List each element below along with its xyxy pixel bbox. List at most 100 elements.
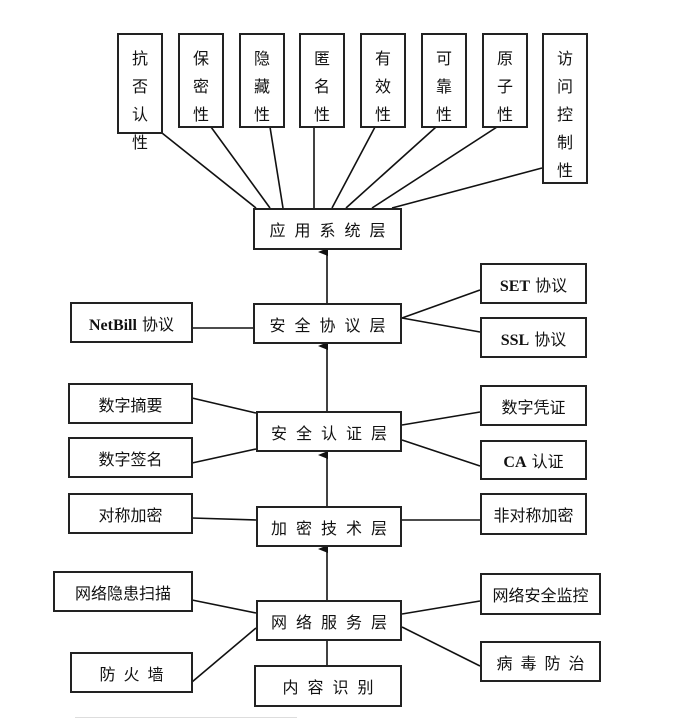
protocol-suffix: 协议 [136, 314, 175, 334]
item-label: 数字签名 [98, 449, 163, 469]
property-char: 原 [496, 49, 513, 68]
item-asymmetric-encryption: 非对称加密 [480, 493, 587, 535]
item-digital-certificate: 数字凭证 [480, 385, 587, 426]
item-label: 数字凭证 [501, 397, 566, 417]
property-char: 隐 [253, 49, 270, 68]
property-char: 密 [192, 77, 209, 96]
protocol-suffix: 协议 [529, 329, 567, 349]
line-confidentiality [210, 126, 271, 209]
property-char: 藏 [253, 77, 270, 96]
item-network-monitor: 网络安全监控 [480, 573, 601, 615]
item-label: 对称加密 [98, 505, 163, 525]
property-box-non-repudiation: 抗否认性 [117, 33, 163, 152]
property-char: 控 [556, 105, 573, 124]
line-non-repudiation [161, 132, 257, 209]
property-box-validity: 有效性 [360, 33, 406, 128]
footer-divider [75, 717, 297, 718]
item-label: 非对称加密 [493, 506, 574, 525]
line-vuln-scan [191, 599, 257, 614]
property-char: 子 [496, 77, 513, 96]
item-firewall: 防火墙 [70, 652, 193, 693]
item-symmetric-encryption: 对称加密 [68, 493, 193, 534]
line-ca [401, 439, 481, 467]
item-label: NetBill 协议 [89, 311, 174, 335]
property-char: 性 [131, 133, 148, 152]
layer-label: 应用系统层 [269, 221, 395, 240]
line-reliability [345, 126, 437, 209]
item-label: CA 认证 [503, 448, 563, 472]
item-ca-authentication: CA 认证 [480, 440, 587, 480]
line-symmetric [191, 517, 257, 521]
property-box-atomicity: 原子性 [482, 33, 528, 128]
layer-encryption: 加密技术层 [256, 506, 402, 547]
item-antivirus: 病毒防治 [480, 641, 601, 682]
item-label: SSL 协议 [501, 326, 567, 350]
layer-label: 安全协议层 [269, 315, 395, 335]
item-label: 内容识别 [282, 678, 383, 697]
property-char: 性 [556, 161, 573, 180]
item-vulnerability-scan: 网络隐患扫描 [53, 571, 193, 612]
line-concealment [269, 126, 284, 209]
property-char: 效 [374, 77, 391, 96]
property-char: 匿 [313, 49, 330, 68]
protocol-suffix: 协议 [530, 275, 568, 295]
line-set [401, 289, 481, 319]
line-monitor [401, 600, 481, 615]
property-box-anonymity: 匿名性 [299, 33, 345, 128]
item-label: 网络隐患扫描 [74, 583, 171, 603]
item-label: 数字摘要 [98, 395, 163, 415]
property-char: 访 [556, 49, 573, 68]
line-antivirus [401, 626, 481, 667]
layer-application: 应用系统层 [253, 208, 402, 250]
property-char: 性 [253, 105, 270, 124]
line-firewall [191, 627, 257, 683]
layer-authentication: 安全认证层 [256, 411, 402, 452]
line-certificate [401, 411, 481, 426]
protocol-name: NetBill [88, 316, 137, 334]
line-validity [331, 126, 376, 209]
layer-label: 网络服务层 [270, 612, 396, 632]
line-signature [191, 448, 257, 464]
item-set-protocol: SET 协议 [480, 263, 587, 304]
property-char: 问 [556, 77, 573, 96]
layer-label: 加密技术层 [270, 518, 396, 538]
line-access-control [391, 167, 543, 209]
protocol-name: SET [499, 277, 531, 295]
property-char: 有 [374, 49, 391, 68]
layer-label: 安全认证层 [270, 423, 396, 443]
property-box-access-control: 访问控制性 [542, 33, 588, 184]
property-char: 抗 [131, 49, 148, 68]
property-char: 性 [313, 105, 330, 124]
layer-network: 网络服务层 [256, 600, 402, 641]
line-atomicity [371, 126, 498, 209]
line-digest [191, 397, 257, 414]
item-digital-digest: 数字摘要 [68, 383, 193, 424]
property-char: 性 [496, 105, 513, 124]
item-label: SET 协议 [500, 272, 567, 296]
property-char: 性 [192, 105, 209, 124]
item-label: 病毒防治 [496, 653, 593, 673]
ca-suffix: 认证 [526, 452, 564, 471]
item-ssl-protocol: SSL 协议 [480, 317, 587, 358]
property-char: 保 [192, 49, 209, 68]
property-char: 名 [313, 77, 330, 96]
item-content-recognition: 内容识别 [254, 665, 402, 707]
property-char: 性 [435, 105, 452, 124]
property-char: 靠 [435, 77, 452, 96]
item-netbill-protocol: NetBill 协议 [70, 302, 193, 343]
ca-name: CA [503, 454, 527, 471]
property-box-concealment: 隐藏性 [239, 33, 285, 128]
property-box-reliability: 可靠性 [421, 33, 467, 128]
protocol-name: SSL [500, 331, 530, 349]
property-char: 可 [435, 49, 452, 68]
item-digital-signature: 数字签名 [68, 437, 193, 478]
property-char: 否 [131, 77, 148, 96]
property-char: 认 [131, 105, 148, 124]
item-label: 网络安全监控 [492, 586, 589, 605]
property-char: 性 [374, 105, 391, 124]
property-box-confidentiality: 保密性 [178, 33, 224, 128]
item-label: 防火墙 [99, 664, 172, 684]
line-ssl [401, 317, 481, 333]
property-char: 制 [556, 133, 573, 152]
